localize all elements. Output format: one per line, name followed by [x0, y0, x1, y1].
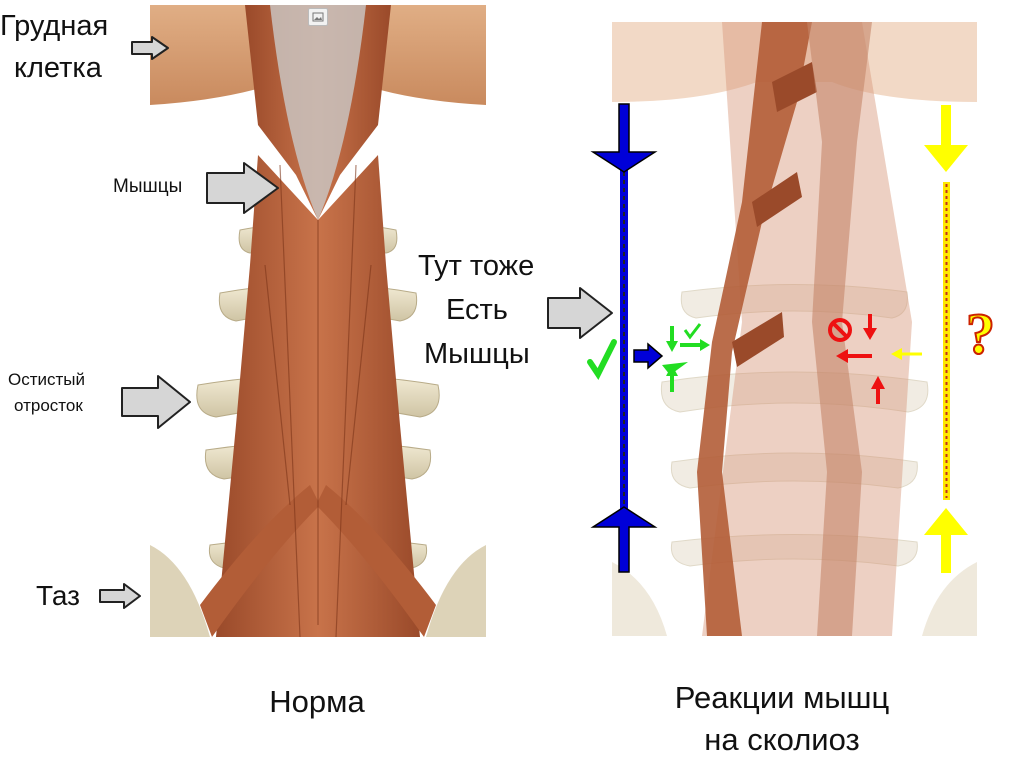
- normal-anatomy-panel: [150, 5, 486, 637]
- checkmark-icon: [587, 339, 617, 380]
- normal-anatomy-illustration: [150, 5, 486, 637]
- yellow-tension-line: [924, 105, 968, 573]
- label-spinous-line1: Остистый: [8, 370, 86, 389]
- pelvis-arrow: [99, 583, 141, 609]
- label-spinous-line2: отросток: [14, 396, 83, 415]
- caption-reaction-line1: Реакции мышц: [674, 680, 890, 715]
- question-mark: ?: [965, 300, 996, 367]
- yellow-down-arrow: [924, 105, 968, 172]
- no-entry-icon: [828, 318, 852, 342]
- yellow-small-arrow: [891, 348, 922, 360]
- yellow-up-arrow: [924, 508, 968, 573]
- caption-reaction-line2: на сколиоз: [704, 722, 860, 757]
- image-icon[interactable]: [308, 8, 328, 26]
- chest-arrow: [131, 36, 169, 60]
- back-muscles: [200, 5, 436, 637]
- spinous-arrow: [121, 375, 191, 429]
- label-muscles: Мышцы: [113, 176, 183, 197]
- label-chest-line2: клетка: [14, 52, 102, 84]
- muscles-arrow: [206, 162, 279, 214]
- also-muscles-arrow: [547, 287, 613, 339]
- blue-up-arrow: [590, 506, 658, 573]
- label-also-line1: Тут тоже: [418, 250, 535, 282]
- pelvis: [150, 545, 210, 637]
- label-also-line3: Мышцы: [424, 338, 530, 370]
- label-chest-line1: Грудная: [0, 10, 109, 42]
- label-also-line2: Есть: [446, 294, 508, 326]
- green-markers: [587, 323, 710, 392]
- blue-down-arrow: [590, 103, 658, 173]
- blue-tension-line: [590, 103, 664, 573]
- blue-small-arrow: [633, 342, 664, 370]
- label-pelvis: Таз: [36, 580, 80, 611]
- caption-normal: Норма: [269, 684, 365, 719]
- red-markers: [828, 314, 885, 404]
